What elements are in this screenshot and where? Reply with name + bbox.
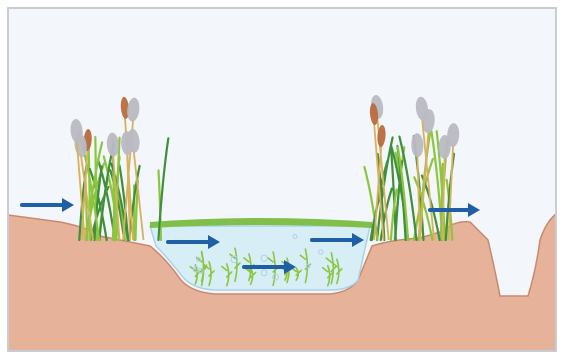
wetland-diagram bbox=[0, 0, 564, 359]
wetland-illustration bbox=[0, 0, 564, 359]
